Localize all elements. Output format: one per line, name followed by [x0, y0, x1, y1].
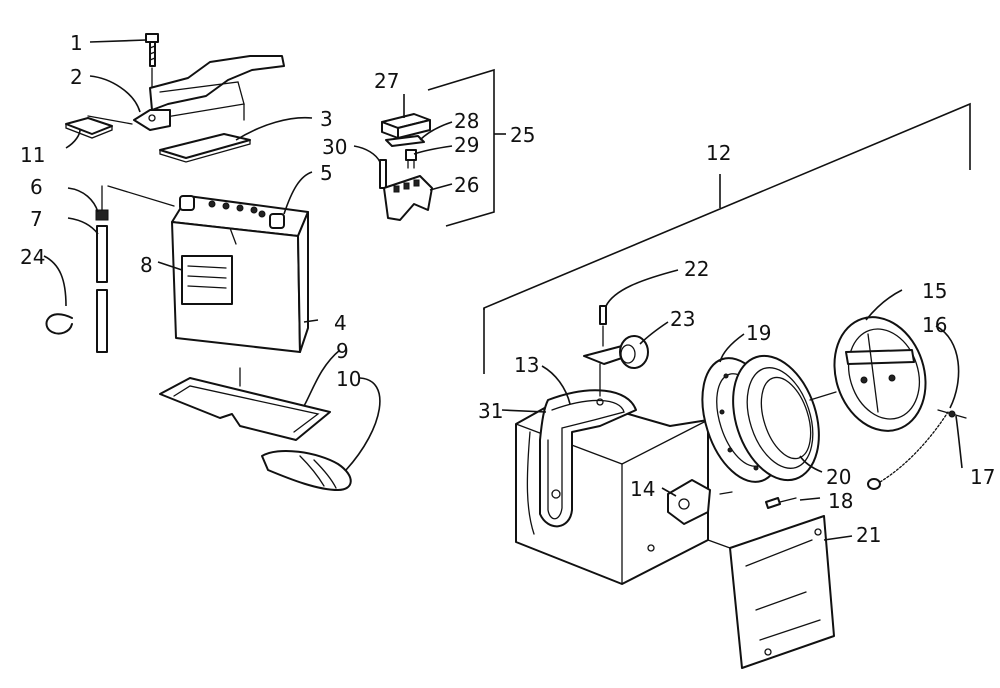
callout-30: 30 — [322, 135, 347, 159]
part-bolt-1 — [145, 33, 159, 113]
callout-14: 14 — [630, 477, 655, 501]
callout-5: 5 — [320, 161, 333, 185]
part-label-8 — [181, 255, 233, 305]
callout-31: 31 — [478, 399, 503, 423]
part-mat-9 — [159, 377, 331, 441]
callout-26: 26 — [454, 173, 479, 197]
part-screw-22 — [599, 305, 607, 347]
callout-16: 16 — [922, 313, 947, 337]
callout-6: 6 — [30, 175, 43, 199]
callout-24: 24 — [20, 245, 45, 269]
part-lid-frame-20 — [732, 354, 820, 482]
callout-3: 3 — [320, 107, 333, 131]
part-fuse-block-26 — [383, 175, 433, 221]
part-boot-10 — [261, 450, 352, 491]
callout-13: 13 — [514, 353, 539, 377]
callout-29: 29 — [454, 133, 479, 157]
callout-4: 4 — [334, 311, 347, 335]
callout-17: 17 — [970, 465, 995, 489]
callout-20: 20 — [826, 465, 851, 489]
callout-28: 28 — [454, 109, 479, 133]
part-clamp-23 — [583, 335, 649, 369]
callout-7: 7 — [30, 207, 43, 231]
callout-27: 27 — [374, 69, 399, 93]
part-fuse-29 — [405, 149, 417, 169]
callout-numbers: 1 2 3 4 5 6 7 8 9 10 11 12 13 14 15 16 1… — [20, 31, 995, 547]
part-tether-cord-16 — [867, 411, 949, 490]
part-screw-18 — [765, 497, 797, 509]
part-screw-30 — [379, 159, 387, 189]
part-latch-14 — [667, 479, 711, 525]
part-clip-24 — [45, 313, 73, 335]
callout-18: 18 — [828, 489, 853, 513]
callout-10: 10 — [336, 367, 361, 391]
part-pin-17 — [937, 409, 967, 419]
part-cap-15 — [833, 316, 927, 432]
callout-9: 9 — [336, 339, 349, 363]
callout-8: 8 — [140, 253, 153, 277]
callout-2: 2 — [70, 65, 83, 89]
callout-12: 12 — [706, 141, 731, 165]
callout-1: 1 — [70, 31, 83, 55]
part-vent-tube-7 — [96, 225, 108, 353]
callout-11: 11 — [20, 143, 45, 167]
part-pad-11 — [65, 117, 113, 139]
callout-22: 22 — [684, 257, 709, 281]
callout-leaders — [43, 39, 963, 541]
part-pad-3 — [159, 133, 251, 163]
battery-cell-caps — [208, 200, 266, 218]
part-fuse-28 — [385, 135, 425, 147]
part-relay-27 — [381, 113, 431, 139]
part-strap-31 — [539, 389, 637, 528]
part-battery-4 — [171, 195, 309, 353]
callout-25: 25 — [510, 123, 535, 147]
part-panel-21 — [729, 515, 835, 669]
part-bracket-2 — [133, 109, 171, 131]
callout-19: 19 — [746, 321, 771, 345]
callout-15: 15 — [922, 279, 947, 303]
callout-23: 23 — [670, 307, 695, 331]
callout-21: 21 — [856, 523, 881, 547]
part-hold-down-strap — [149, 55, 285, 121]
